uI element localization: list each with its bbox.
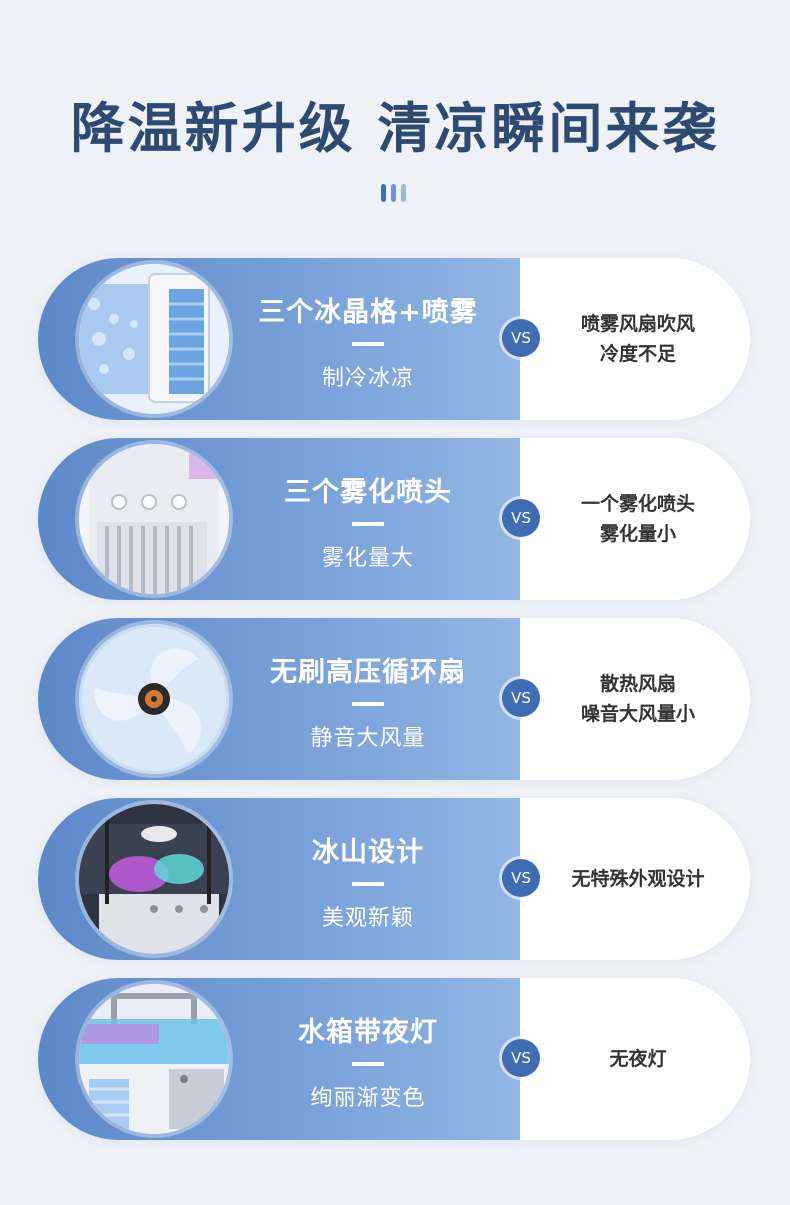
bar-mark [381,184,386,202]
feature-desc: 雾化量大 [321,546,414,571]
feature-name: 无刷高压循环扇 [270,657,466,688]
feature-name: 三个冰晶格+喷雾 [258,297,478,328]
compare-panel [520,798,750,960]
feature-desc: 制冷冰凉 [321,366,414,391]
divider [352,702,384,706]
bar-mark [391,184,396,202]
feature-text: 无刷高压循环扇 静音大风量 [243,618,493,780]
compare-text: 无特殊外观设计 [538,798,738,960]
brushless-fan-image [79,624,229,774]
vs-badge: VS [502,319,540,357]
compare-text: 无夜灯 [538,978,738,1140]
bar-mark [401,184,406,202]
feature-desc: 静音大风量 [310,726,426,751]
feature-name: 冰山设计 [312,837,424,868]
vs-badge: VS [502,1039,540,1077]
divider [352,522,384,526]
compare-panel [520,618,750,780]
compare-panel [520,258,750,420]
compare-line: 一个雾化喷头 [580,493,695,515]
feature-desc: 美观新颖 [321,906,414,931]
divider [352,882,384,886]
feature-desc: 绚丽渐变色 [310,1086,426,1111]
decorative-bars [381,184,406,202]
night-light-tank-image [79,984,229,1134]
feature-name: 水箱带夜灯 [298,1017,438,1048]
mist-nozzles-image [79,444,229,594]
ice-crystal-cooler-image [79,264,229,414]
page-title: 降温新升级 清凉瞬间来袭 [70,97,720,160]
feature-text: 三个冰晶格+喷雾 制冷冰凉 [243,258,493,420]
comparison-row: 水箱带夜灯 绚丽渐变色 VS 无夜灯 [38,978,750,1140]
compare-line: 噪音大风量小 [580,703,695,725]
compare-text: 一个雾化喷头 雾化量小 [538,438,738,600]
compare-line: 喷雾风扇吹风 [580,313,695,335]
compare-text: 喷雾风扇吹风 冷度不足 [538,258,738,420]
vs-badge: VS [502,859,540,897]
divider [352,342,384,346]
comparison-row: 三个雾化喷头 雾化量大 VS 一个雾化喷头 雾化量小 [38,438,750,600]
compare-line: 冷度不足 [599,343,676,365]
feature-text: 水箱带夜灯 绚丽渐变色 [243,978,493,1140]
vs-badge: VS [502,499,540,537]
comparison-row: 无刷高压循环扇 静音大风量 VS 散热风扇 噪音大风量小 [38,618,750,780]
compare-line: 无夜灯 [609,1048,667,1070]
feature-name: 三个雾化喷头 [284,477,452,508]
compare-line: 散热风扇 [599,673,676,695]
compare-panel [520,438,750,600]
compare-panel [520,978,750,1140]
feature-text: 三个雾化喷头 雾化量大 [243,438,493,600]
feature-text: 冰山设计 美观新颖 [243,798,493,960]
compare-line: 雾化量小 [599,523,676,545]
comparison-row: 三个冰晶格+喷雾 制冷冰凉 VS 喷雾风扇吹风 冷度不足 [38,258,750,420]
compare-line: 无特殊外观设计 [571,868,705,890]
divider [352,1062,384,1066]
iceberg-design-image [79,804,229,954]
comparison-row: 冰山设计 美观新颖 VS 无特殊外观设计 [38,798,750,960]
vs-badge: VS [502,679,540,717]
compare-text: 散热风扇 噪音大风量小 [538,618,738,780]
